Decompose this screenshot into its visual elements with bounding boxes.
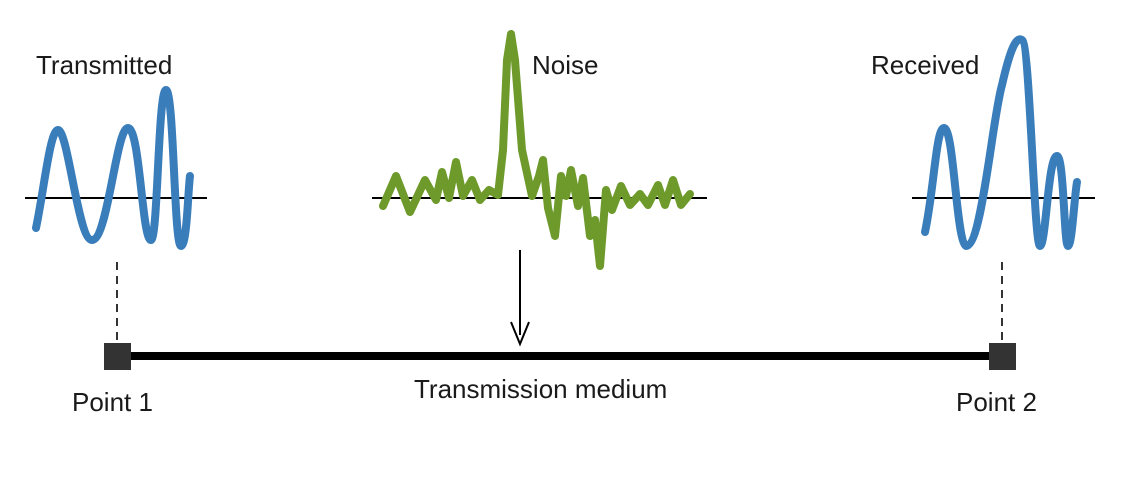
point2-marker — [989, 343, 1016, 370]
received-signal-group: Received — [871, 35, 1095, 250]
transmitted-label: Transmitted — [36, 50, 172, 80]
transmission-medium-label: Transmission medium — [414, 374, 667, 404]
point1-label: Point 1 — [72, 387, 153, 417]
point2-label: Point 2 — [956, 387, 1037, 417]
transmitted-signal-group: Transmitted — [25, 50, 207, 250]
noise-label: Noise — [532, 50, 598, 80]
noise-arrow-head — [510, 321, 530, 347]
received-waveform — [921, 35, 1081, 250]
transmitted-waveform — [32, 86, 194, 250]
received-label: Received — [871, 50, 979, 80]
noise-arrow — [510, 250, 530, 347]
point1-marker — [104, 343, 131, 370]
noise-waveform — [379, 30, 694, 270]
noise-group: Noise — [372, 30, 707, 270]
